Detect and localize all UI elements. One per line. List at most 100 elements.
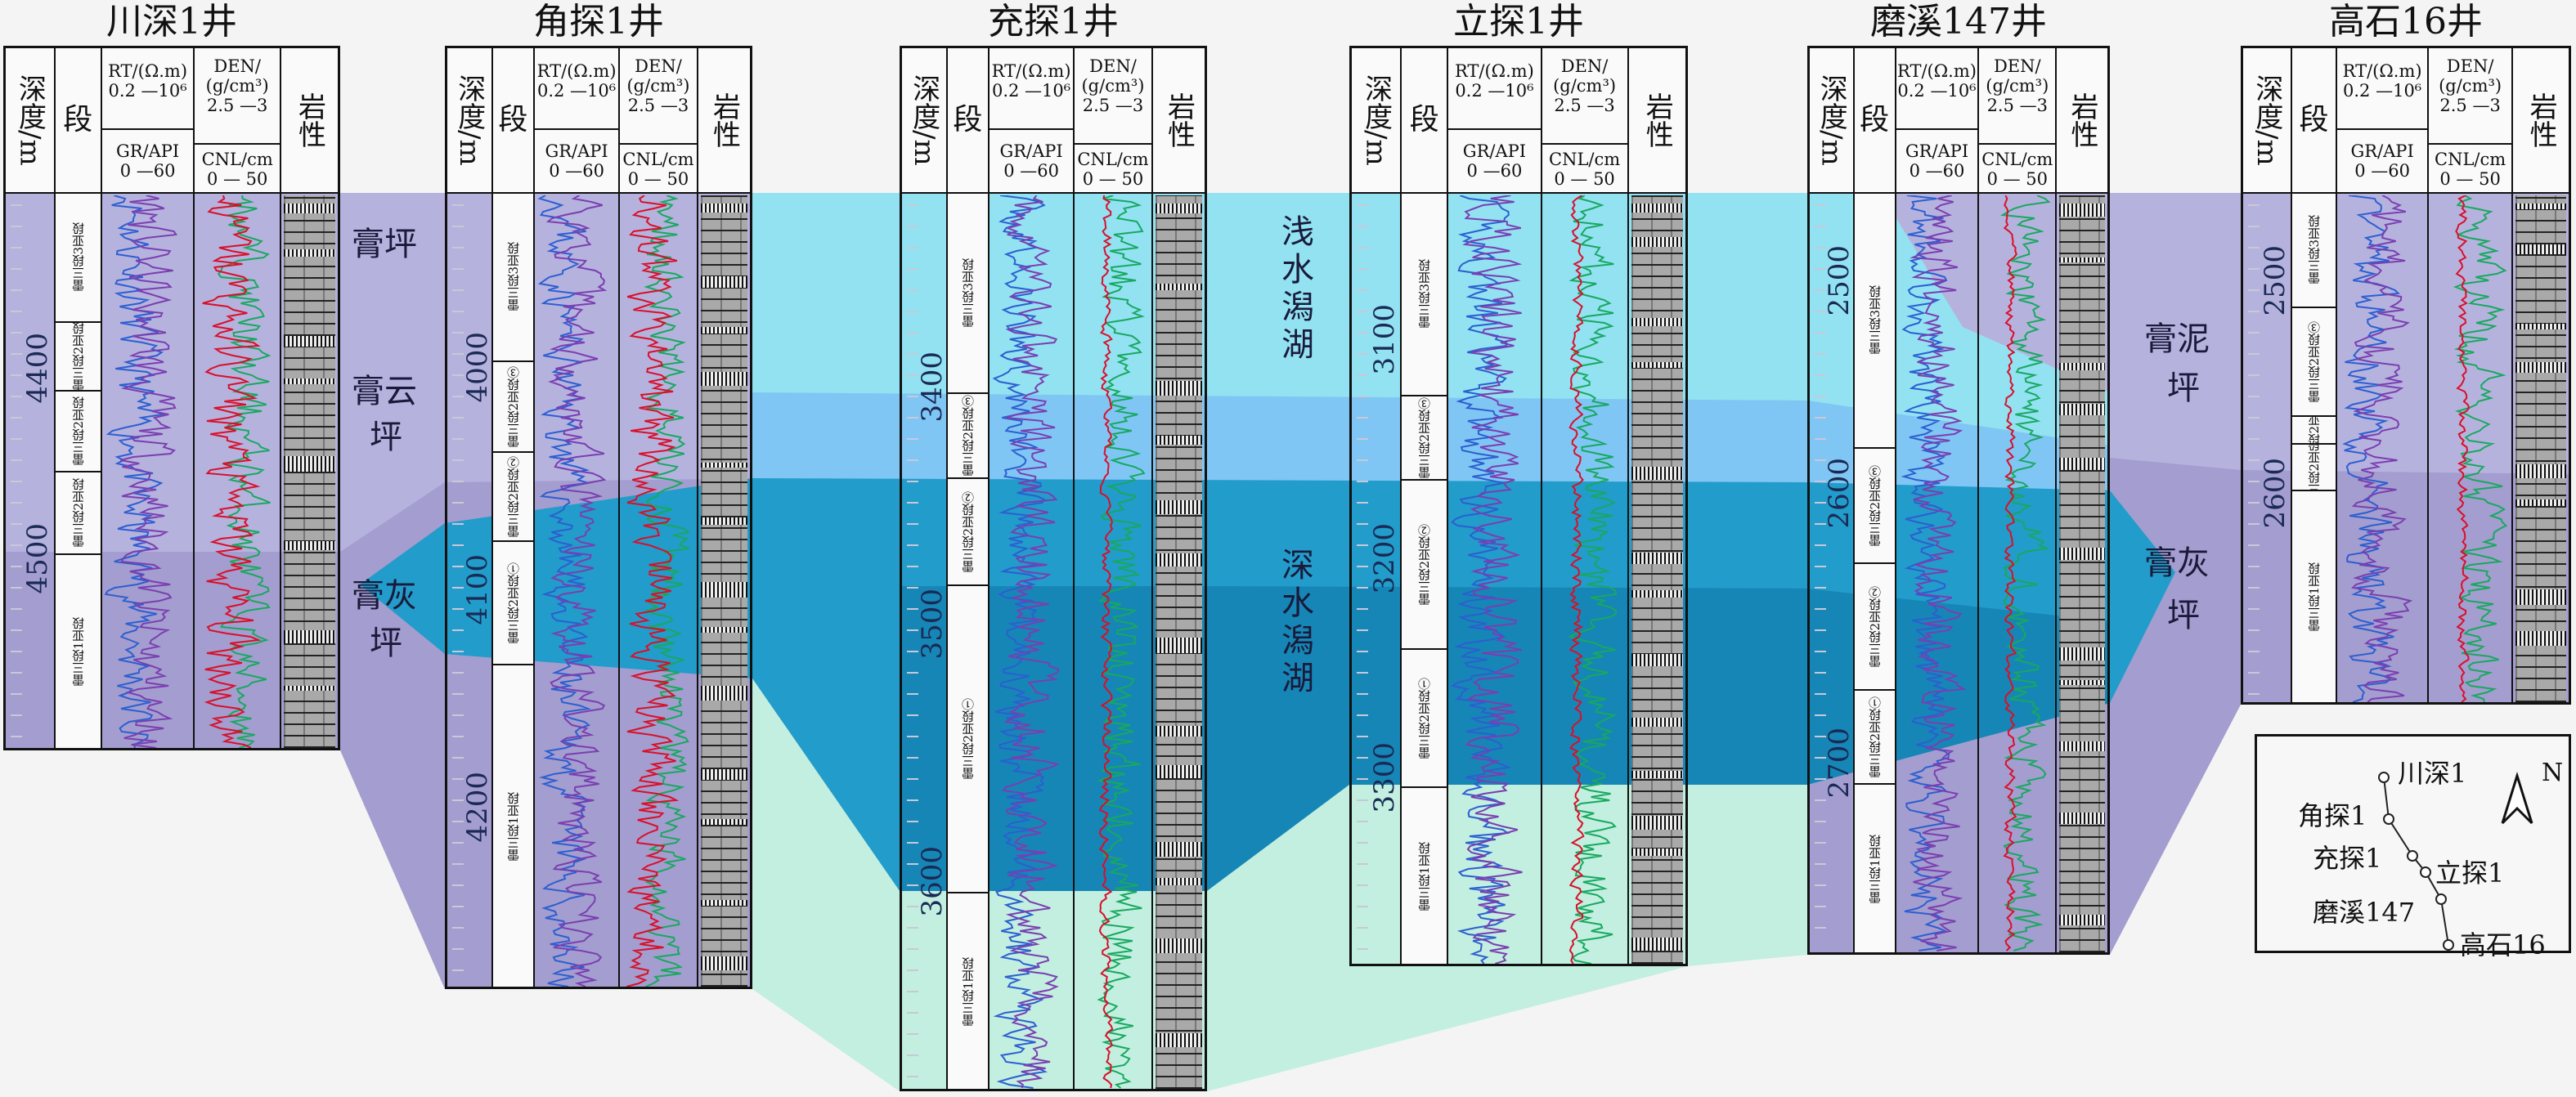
depth-tick [452, 672, 464, 674]
depth-header-label: 深度/m [13, 74, 47, 166]
segment-cell: 雷三段2亚段② [1854, 564, 1895, 691]
lithology-gypsum-layer [2059, 548, 2105, 560]
lithology-gypsum-layer [2059, 257, 2105, 262]
segment-label: 雷三段2亚段 [70, 323, 86, 392]
segment-cell: 雷三段2亚段② [492, 453, 534, 542]
segment-cell: 雷三段2亚段 [55, 323, 101, 392]
cnl-curve [2000, 195, 2052, 951]
depth-tick [907, 778, 918, 780]
depth-tick [907, 799, 918, 801]
rt-label: RT/(Ω.m) [2342, 61, 2422, 81]
lithology-gypsum-layer [1631, 318, 1683, 326]
lithology-gypsum-layer [2515, 362, 2566, 373]
lithology-gypsum-layer [283, 541, 335, 550]
depth-tick [452, 289, 464, 291]
depth-tick [452, 629, 464, 631]
depth-header: 深度/m [2243, 48, 2291, 194]
map-well-marker [2443, 939, 2454, 951]
lithology-header-label: 岩性 [1162, 92, 1196, 148]
rt-header: RT/(Ω.m)0.2 —10⁶ [990, 48, 1073, 130]
depth-tick [1815, 566, 1826, 567]
facies-label-gaoniping: 膏泥 [2144, 320, 2210, 358]
well-title: 充探1井 [988, 1, 1119, 43]
depth-tick [11, 374, 22, 376]
depth-tick [907, 332, 918, 334]
cnl-curve [644, 195, 691, 987]
segment-label: 雷三段2亚段 [70, 478, 86, 548]
den-curve [626, 195, 680, 987]
den-label: DEN/ [2446, 56, 2494, 76]
depth-tick [907, 417, 918, 419]
den-unit: (g/cm³) [2439, 76, 2502, 96]
segment-label: 雷三段3亚段 [1417, 259, 1433, 329]
depth-tick [1357, 544, 1368, 546]
depth-label: 3400 [915, 351, 949, 423]
depth-tick [1815, 842, 1826, 844]
depth-tick [452, 438, 464, 440]
depth-tick [452, 651, 464, 652]
depth-tick [907, 268, 918, 270]
depth-tick [907, 608, 918, 610]
segment-cell: 雷三段1亚段 [1854, 785, 1895, 955]
rt-range: 0.2 —10⁶ [1897, 81, 1977, 101]
depth-tick [907, 1033, 918, 1035]
segment-cell: 雷三段2亚段② [2291, 417, 2336, 445]
segment-cell: 雷三段3亚段 [947, 193, 989, 394]
lithology-gypsum-layer [701, 627, 747, 633]
map-well-marker [2407, 850, 2418, 862]
den-header: DEN/(g/cm³)2.5 —3 [1074, 48, 1152, 145]
depth-label: 2500 [2258, 245, 2291, 316]
depth-tick [2248, 651, 2260, 652]
den-header: DEN/(g/cm³)2.5 —3 [2428, 48, 2512, 145]
rt-range: 0.2 —10⁶ [108, 81, 187, 101]
lithology-gypsum-layer [2515, 499, 2566, 506]
segment-cell: 雷三段3亚段 [1402, 193, 1447, 396]
depth-tick [907, 459, 918, 461]
lithology-gypsum-layer [1156, 726, 1202, 737]
map-label-jiaotan1: 角探1 [2298, 800, 2367, 831]
depth-tick [907, 651, 918, 652]
depth-label: 3300 [1367, 742, 1401, 813]
depth-tick [2248, 481, 2260, 482]
lithology-gypsum-layer [2515, 631, 2566, 646]
rt-label: RT/(Ω.m) [1454, 61, 1534, 81]
cnl-label: CNL/cm [1549, 150, 1621, 169]
depth-tick [1815, 778, 1826, 780]
segment-label: 雷三段2亚段① [505, 562, 521, 644]
lithology-gypsum-layer [1631, 816, 1683, 830]
depth-tick [2248, 587, 2260, 589]
depth-tick [907, 396, 918, 397]
depth-tick [1357, 396, 1368, 397]
depth-tick [1357, 417, 1368, 419]
depth-tick [907, 969, 918, 971]
segment-cell: 雷三段1亚段 [55, 555, 101, 750]
map-label-gaoshi16: 高石16 [2460, 929, 2546, 960]
depth-tick [2248, 438, 2260, 440]
segment-header: 段 [1402, 48, 1447, 194]
depth-tick [907, 502, 918, 504]
depth-header: 深度/m [1352, 48, 1401, 194]
depth-label: 4000 [460, 332, 494, 403]
depth-tick [452, 948, 464, 950]
cnl-label: CNL/cm [1077, 150, 1149, 169]
depth-tick [1815, 481, 1826, 482]
depth-label: 2700 [1823, 728, 1856, 799]
segment-label: 雷三段1亚段 [1867, 834, 1883, 904]
segment-label: 雷三段2亚段 [70, 396, 86, 466]
depth-tick [1357, 672, 1368, 674]
gr-range: 0 —60 [1466, 161, 1523, 181]
lithology-gypsum-layer [2515, 244, 2566, 254]
map-label-chuanshen1: 川深1 [2398, 758, 2467, 789]
den-range: 2.5 —3 [1554, 96, 1615, 115]
gr-label: GR/API [1905, 141, 1969, 161]
lithology-gypsum-layer [283, 249, 335, 257]
depth-label: 2600 [2258, 458, 2291, 529]
lithology-gypsum-layer [701, 372, 747, 386]
gr-range: 0 —60 [2354, 161, 2410, 181]
